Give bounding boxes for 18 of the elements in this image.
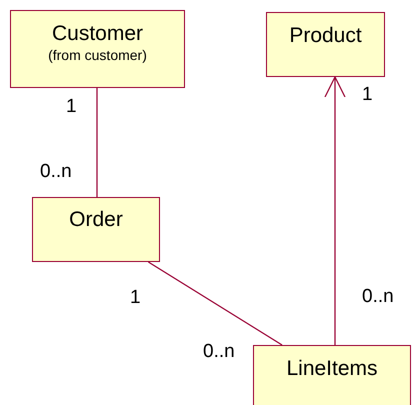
class-box (266, 12, 385, 77)
class-name: Customer (52, 21, 144, 46)
association-line (96, 88, 98, 197)
class-box (32, 197, 160, 262)
multiplicity-label: 0..n (40, 162, 72, 181)
multiplicity-label: 1 (362, 85, 373, 104)
multiplicity-label: 1 (66, 97, 77, 116)
class-name: Product (289, 23, 362, 48)
association-line (148, 262, 282, 346)
class-box (10, 10, 185, 88)
package-note: (from customer) (48, 46, 147, 66)
class-name: LineItems (286, 356, 378, 382)
multiplicity-label: 0..n (203, 342, 235, 361)
class-box (253, 345, 411, 405)
arrow (324, 76, 346, 345)
class-name: Order (69, 207, 123, 232)
multiplicity-label: 1 (130, 288, 141, 307)
multiplicity-label: 0..n (362, 287, 394, 306)
